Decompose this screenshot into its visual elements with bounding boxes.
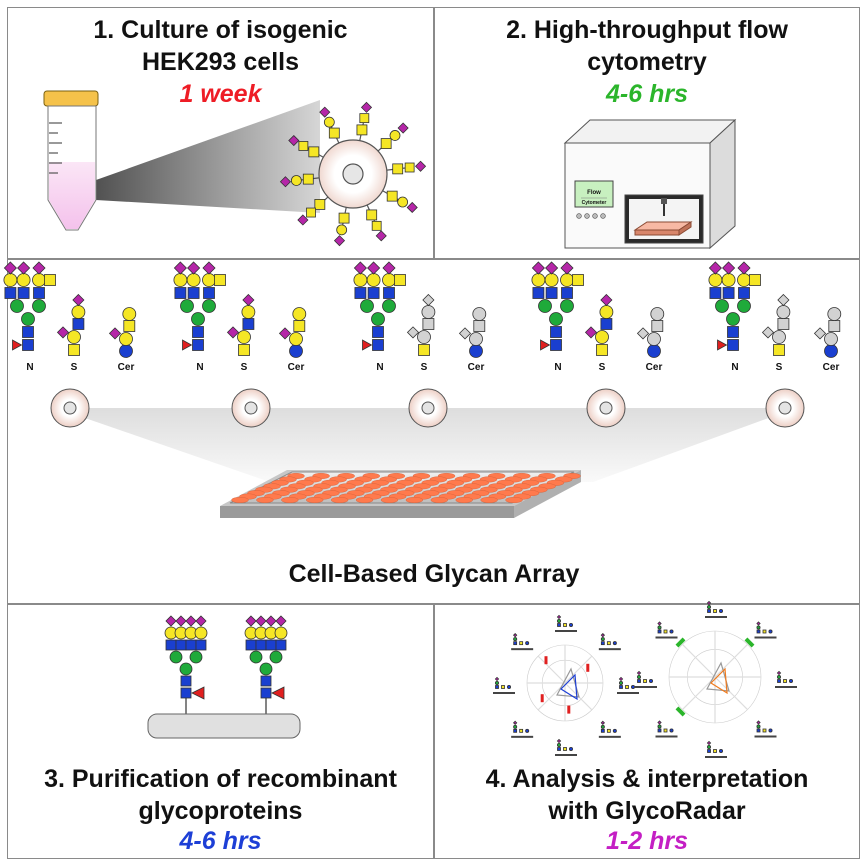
- radar-chart: [493, 614, 639, 756]
- mini-glycan-icon: [655, 720, 678, 738]
- mini-glycan-icon: [635, 670, 657, 688]
- panel-analysis: 4. Analysis & interpretation with GlycoR…: [434, 600, 860, 859]
- flow-duration: 4-6 hrs: [606, 80, 688, 108]
- flow-cytometer-icon: Flow Cytometer: [563, 118, 737, 250]
- glycan-class-label: Cer: [118, 362, 135, 373]
- glycan-class-label: S: [241, 362, 248, 373]
- plate-well: [306, 496, 324, 503]
- mini-glycan-icon: [754, 720, 777, 738]
- glycan-class-label: Cer: [288, 362, 305, 373]
- plate-well: [430, 496, 448, 503]
- cell-icon: [231, 388, 271, 428]
- culture-illustration: [43, 90, 427, 247]
- mini-glycan-icon: [555, 738, 577, 756]
- glycan-class-label: S: [599, 362, 606, 373]
- recombinant-glycoprotein-illustration: [147, 615, 301, 739]
- glycan-array-illustration: N S Cer N S Cer N S Cer N S Cer N S Cer Cell-Based Gly…: [3, 261, 842, 588]
- culture-duration: 1 week: [179, 80, 262, 108]
- glycan-class-label: Cer: [823, 362, 840, 373]
- culture-title-line2: HEK293 cells: [141, 48, 300, 76]
- culture-title-line1: 1. Culture of isogenic: [93, 16, 348, 44]
- mini-glycan-icon: [511, 720, 534, 738]
- mini-glycan-icon: [775, 670, 797, 688]
- mini-glycan-icon: [655, 621, 678, 639]
- plate-well: [480, 496, 498, 503]
- purification-title-line1: 3. Purification of recombinant: [44, 765, 397, 793]
- falcon-tube-icon: [43, 90, 99, 231]
- radar-chart-icon: [493, 600, 797, 758]
- mini-glycan-icon: [598, 632, 621, 651]
- cell-icon: [586, 388, 626, 428]
- glycan-class-label: S: [71, 362, 78, 373]
- flow-title-line2: cytometry: [587, 48, 707, 76]
- glycan-class-label: N: [196, 362, 203, 373]
- analysis-title-line2: with GlycoRadar: [548, 797, 746, 825]
- plate-well: [256, 496, 274, 503]
- glycan-class-label: N: [376, 362, 383, 373]
- plate-well: [330, 496, 349, 503]
- panel-array: N S Cer N S Cer N S Cer N S Cer N S Cer Cell-Based Gly…: [3, 259, 860, 604]
- purification-duration: 4-6 hrs: [179, 827, 262, 855]
- cell-icon: [279, 101, 427, 247]
- glycan-class-label: S: [776, 362, 783, 373]
- flow-title-line1: 2. High-throughput flow: [506, 16, 788, 44]
- cell-icon: [408, 388, 448, 428]
- well-plate-icon: [220, 470, 581, 518]
- mini-glycan-icon: [705, 740, 727, 758]
- mini-glycan-icon: [493, 676, 515, 694]
- plate-well: [380, 496, 399, 503]
- plate-well: [405, 496, 424, 503]
- plate-well: [231, 496, 249, 503]
- purification-title-line2: glycoproteins: [138, 797, 303, 825]
- analysis-duration: 1-2 hrs: [606, 827, 688, 855]
- mini-glycan-icon: [598, 720, 621, 738]
- glycan-class-label: N: [26, 362, 33, 373]
- panel-purification: 3. Purification of recombinant glycoprot…: [7, 604, 434, 859]
- mini-glycan-icon: [705, 600, 727, 618]
- plate-well: [505, 496, 523, 503]
- mini-glycan-icon: [617, 676, 639, 694]
- glycan-class-label: N: [554, 362, 561, 373]
- cell-icon: [765, 388, 805, 428]
- panel-culture: 1. Culture of isogenic HEK293 cells 1 we…: [7, 7, 434, 259]
- cell-icon: [50, 388, 90, 428]
- instrument-label: Flow: [587, 190, 601, 196]
- array-title: Cell-Based Glycan Array: [289, 560, 580, 588]
- mini-glycan-icon: [555, 614, 577, 632]
- plate-well: [281, 496, 299, 503]
- glycan-class-label: Cer: [468, 362, 485, 373]
- panel-flow: 2. High-throughput flow cytometry 4-6 hr…: [434, 7, 860, 259]
- analysis-title-line1: 4. Analysis & interpretation: [485, 765, 809, 793]
- instrument-sublabel: Cytometer: [582, 200, 607, 206]
- glycan-class-label: S: [421, 362, 428, 373]
- glycan-class-label: Cer: [646, 362, 663, 373]
- glycan-class-label: N: [731, 362, 738, 373]
- mini-glycan-icon: [754, 621, 777, 639]
- plate-well: [355, 496, 374, 503]
- plate-well: [455, 496, 473, 503]
- mini-glycan-icon: [511, 632, 534, 651]
- radar-chart: [635, 600, 797, 758]
